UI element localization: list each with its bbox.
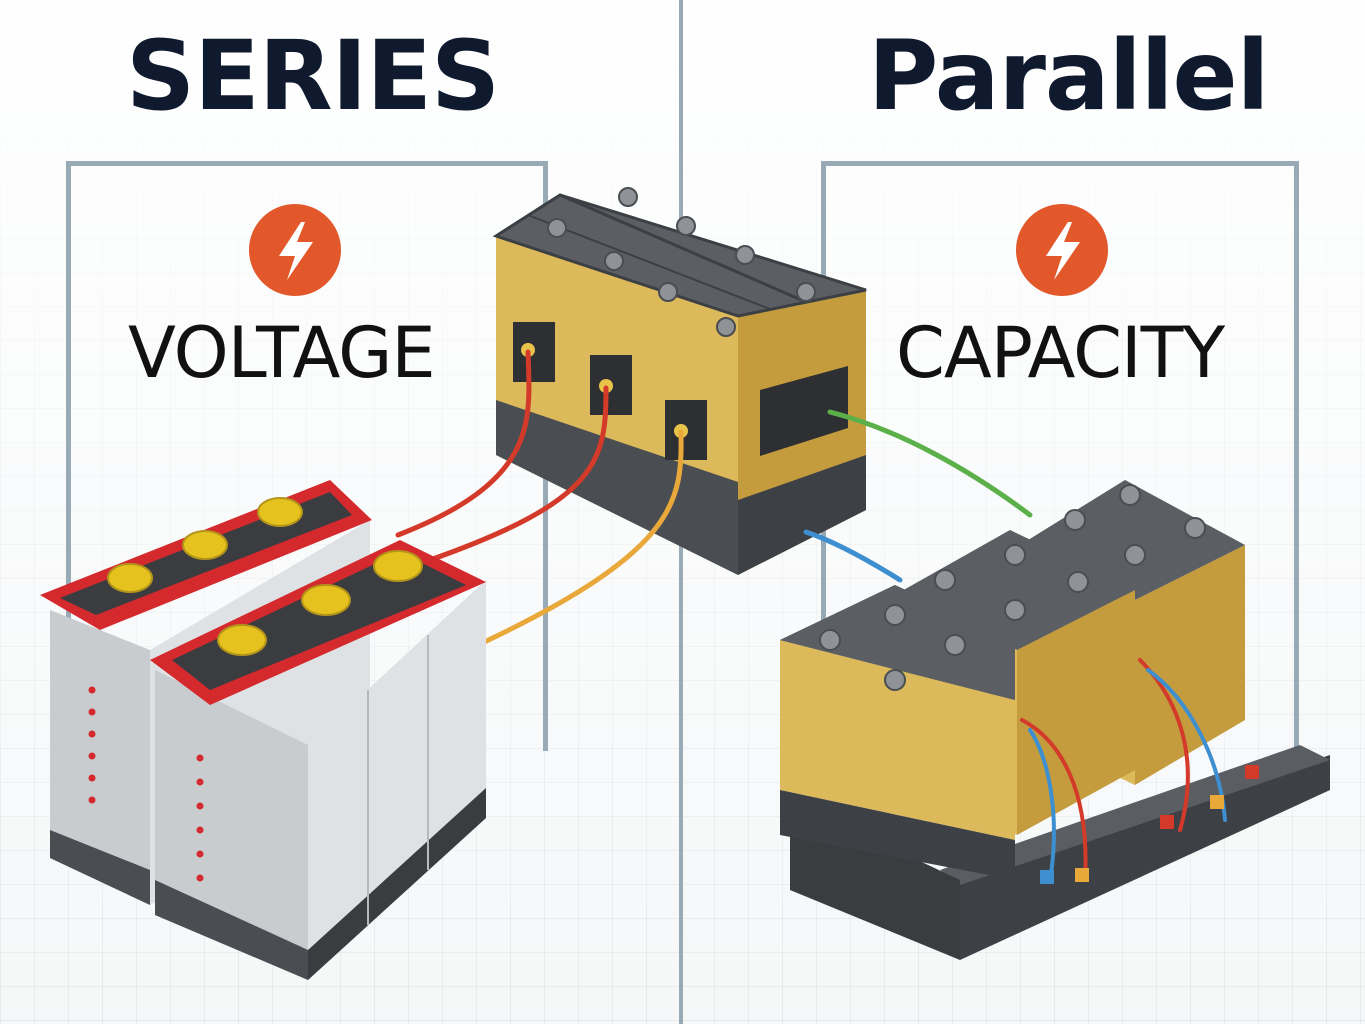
parallel-title: Parallel [868,20,1270,132]
parallel-battery-cells [780,480,1245,880]
series-battery-front [150,540,486,980]
series-voltage-label: VOLTAGE [128,312,436,394]
parallel-capacity-label: CAPACITY [896,312,1225,394]
tray-connectors [1040,765,1259,884]
bank-sockets [513,322,848,460]
series-lightning-bolt-icon [249,204,341,296]
connection-wires [395,349,1033,648]
center-battery-bank [492,187,867,575]
parallel-lightning-bolt-icon [1016,204,1108,296]
series-title: SERIES [126,20,500,132]
bank-terminals [547,187,816,337]
